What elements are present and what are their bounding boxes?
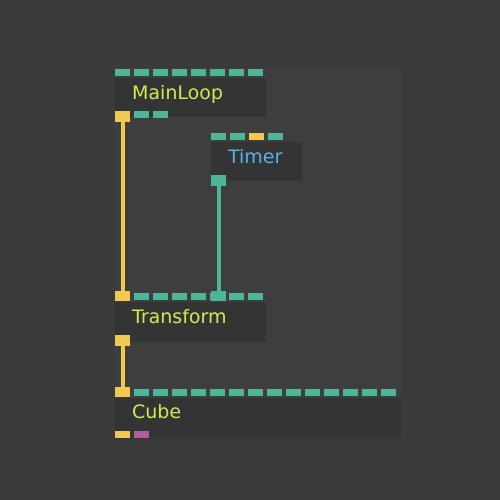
input-pin-transform-3[interactable]	[172, 293, 187, 300]
input-pin-timer-1[interactable]	[230, 133, 245, 140]
input-pin-cube-8[interactable]	[267, 389, 282, 396]
input-pin-transform-5[interactable]	[210, 293, 225, 300]
link-timer-to-transform[interactable]	[217, 185, 221, 293]
input-pin-transform-7[interactable]	[248, 293, 263, 300]
input-pin-cube-11[interactable]	[324, 389, 339, 396]
input-pin-cube-1[interactable]	[134, 389, 149, 396]
link-mainloop-to-transform[interactable]	[121, 121, 125, 293]
node-label-timer: Timer	[228, 146, 283, 168]
input-pin-mainloop-4[interactable]	[191, 69, 206, 76]
input-pin-cube-6[interactable]	[229, 389, 244, 396]
input-pin-transform-0[interactable]	[115, 293, 130, 300]
input-pin-transform-4[interactable]	[191, 293, 206, 300]
patch-area	[115, 68, 401, 439]
input-pin-mainloop-3[interactable]	[172, 69, 187, 76]
input-pin-cube-4[interactable]	[191, 389, 206, 396]
node-transform[interactable]: Transform	[115, 302, 266, 342]
output-pin-mainloop-1[interactable]	[134, 111, 149, 118]
input-pin-timer-2[interactable]	[249, 133, 264, 140]
node-label-transform: Transform	[132, 306, 227, 328]
input-pin-cube-2[interactable]	[153, 389, 168, 396]
node-timer[interactable]: Timer	[211, 142, 302, 181]
node-label-mainloop: MainLoop	[132, 82, 223, 104]
input-pin-timer-3[interactable]	[268, 133, 283, 140]
input-pin-mainloop-2[interactable]	[153, 69, 168, 76]
input-pin-mainloop-0[interactable]	[115, 69, 130, 76]
input-pin-cube-10[interactable]	[305, 389, 320, 396]
input-pin-cube-0[interactable]	[115, 389, 130, 396]
input-pin-mainloop-5[interactable]	[210, 69, 225, 76]
input-pin-cube-9[interactable]	[286, 389, 301, 396]
output-pin-mainloop-0[interactable]	[115, 111, 130, 118]
input-pin-cube-7[interactable]	[248, 389, 263, 396]
node-cube[interactable]: Cube	[115, 398, 401, 439]
node-mainloop[interactable]: MainLoop	[115, 78, 266, 117]
input-pin-transform-2[interactable]	[153, 293, 168, 300]
input-pin-mainloop-6[interactable]	[229, 69, 244, 76]
input-pin-cube-14[interactable]	[381, 389, 396, 396]
output-pin-timer-0[interactable]	[211, 175, 226, 182]
node-label-cube: Cube	[132, 401, 182, 423]
output-pin-mainloop-2[interactable]	[153, 111, 168, 118]
output-pin-transform-0[interactable]	[115, 335, 130, 342]
input-pin-cube-13[interactable]	[362, 389, 377, 396]
input-pin-mainloop-7[interactable]	[248, 69, 263, 76]
output-pin-cube-0[interactable]	[115, 431, 130, 438]
input-pin-cube-5[interactable]	[210, 389, 225, 396]
input-pin-transform-6[interactable]	[229, 293, 244, 300]
input-pin-cube-3[interactable]	[172, 389, 187, 396]
input-pin-timer-0[interactable]	[211, 133, 226, 140]
link-transform-to-cube[interactable]	[121, 345, 125, 389]
input-pin-transform-1[interactable]	[134, 293, 149, 300]
output-pin-cube-1[interactable]	[134, 431, 149, 438]
input-pin-mainloop-1[interactable]	[134, 69, 149, 76]
input-pin-cube-12[interactable]	[343, 389, 358, 396]
